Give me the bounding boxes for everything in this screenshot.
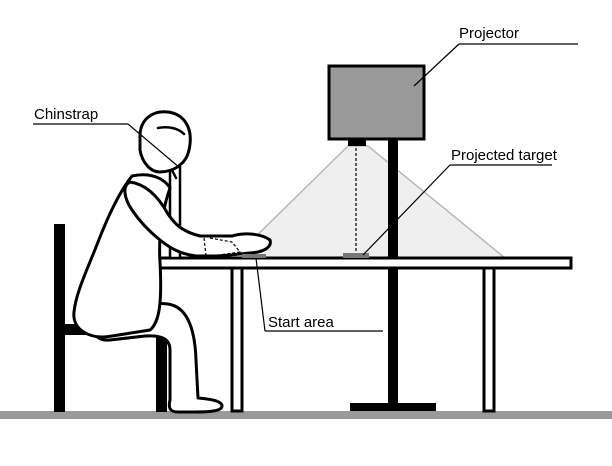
projector-callout-leader xyxy=(413,43,460,87)
table-leg-right xyxy=(482,266,496,413)
chinstrap-callout-leader xyxy=(127,123,181,169)
chair-back xyxy=(54,224,65,412)
projected-target-callout-leader xyxy=(362,164,451,256)
floor xyxy=(0,411,612,419)
projected-target-label: Projected target xyxy=(451,147,558,164)
person-head xyxy=(138,110,192,174)
projector-lens xyxy=(348,139,366,146)
chinstrap-label: Chinstrap xyxy=(34,106,98,123)
projector-body xyxy=(327,64,426,141)
table-leg-left xyxy=(230,266,244,413)
chair-front-leg xyxy=(156,324,167,412)
projected-target-mark xyxy=(343,253,369,258)
start-area-callout-leader xyxy=(255,257,266,332)
person-arm xyxy=(123,180,272,258)
start-area-pad xyxy=(242,254,266,258)
projector-label: Projector xyxy=(459,25,519,42)
chinstrap-band xyxy=(156,126,186,180)
sleeve-cuff xyxy=(203,237,242,257)
start-area-label: Start area xyxy=(268,314,335,331)
table-top xyxy=(148,256,573,270)
projector-stand-base xyxy=(350,403,436,411)
projector-stand-pole xyxy=(388,140,398,406)
